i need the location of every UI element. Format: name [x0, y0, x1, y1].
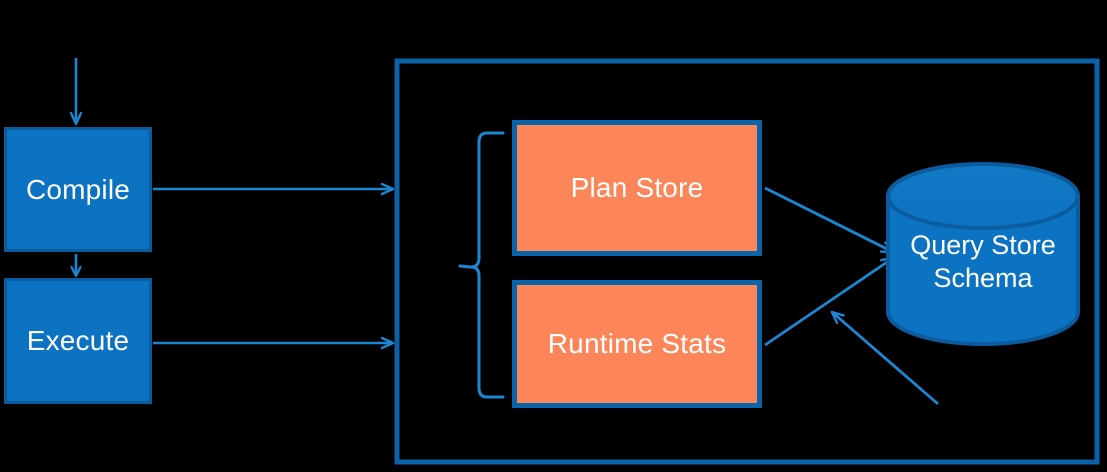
connector-runtime-stats-to-schema	[764, 258, 893, 347]
group-brace	[469, 131, 505, 399]
node-plan-store[interactable]: Plan Store	[512, 120, 762, 256]
cylinder-top	[886, 162, 1080, 230]
group-brace-tick	[458, 264, 473, 269]
node-compile[interactable]: Compile	[4, 127, 152, 252]
connector-plan-store-to-schema	[764, 186, 893, 254]
node-execute-label: Execute	[26, 325, 130, 357]
cylinder-body	[886, 194, 1080, 346]
query-store-schema-cylinder[interactable]	[886, 162, 1080, 346]
node-execute[interactable]: Execute	[4, 278, 152, 404]
node-compile-label: Compile	[25, 173, 131, 205]
connector-external-to-schema	[832, 312, 939, 406]
query-store-container-outline	[394, 58, 1100, 465]
node-runtime-stats-label: Runtime Stats	[547, 328, 727, 360]
node-plan-store-label: Plan Store	[570, 172, 704, 204]
node-runtime-stats[interactable]: Runtime Stats	[512, 280, 762, 408]
